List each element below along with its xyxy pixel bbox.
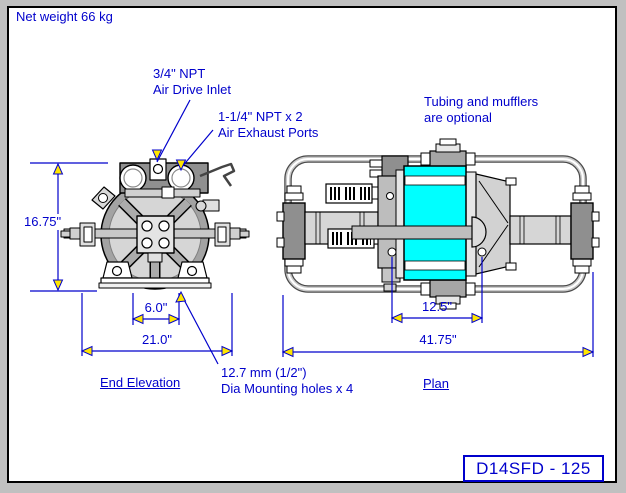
view-label-end-elevation: End Elevation	[100, 375, 181, 390]
pump-barrel	[395, 165, 477, 281]
leader-lines	[156, 99, 219, 365]
air-drive-inlet-note-line2: Air Drive Inlet	[153, 82, 232, 97]
model-number-box: D14SFD - 125	[463, 455, 604, 482]
handle	[199, 162, 236, 187]
view-label-plan: Plan	[423, 376, 450, 391]
mounting-hole	[186, 265, 198, 277]
mounting-holes-note-line1: 12.7 mm (1/2")	[221, 365, 307, 380]
plan-drawing	[276, 138, 600, 310]
muffler-upper	[325, 183, 381, 204]
mounting-holes-note-line2: Dia Mounting holes x 4	[221, 381, 354, 396]
net-weight-label: Net weight 66 kg	[16, 9, 113, 24]
model-number: D14SFD - 125	[476, 458, 591, 478]
tee-fitting-top	[420, 138, 476, 169]
dimension-lines	[30, 162, 594, 357]
exhaust-ports-note-line2: Air Exhaust Ports	[218, 125, 319, 140]
shaft	[351, 225, 479, 240]
tee-fitting-bottom	[420, 279, 476, 310]
dim-overall-height: 16.75"	[23, 214, 63, 230]
base-plate	[98, 261, 212, 289]
gusset-plate	[475, 173, 517, 275]
plan-mounting-hole-right	[477, 247, 487, 257]
plan-mounting-hole-left	[387, 247, 397, 257]
tubing-optional-note: Tubing and mufflers are optional	[424, 94, 538, 126]
air-drive-inlet-note: 3/4" NPT Air Drive Inlet	[153, 66, 231, 98]
end-cap-right	[570, 185, 600, 274]
center-plate	[136, 215, 175, 263]
shaft-boss	[471, 216, 487, 248]
exhaust-ports-note-line1: 1-1/4" NPT x 2	[218, 109, 303, 124]
tubing-optional-note-line2: are optional	[424, 110, 492, 125]
dimension-arrowheads	[52, 149, 595, 358]
tubing-optional-note-line1: Tubing and mufflers	[424, 94, 539, 109]
exhaust-ports-note: 1-1/4" NPT x 2 Air Exhaust Ports	[218, 109, 318, 141]
cylinder-right	[509, 215, 572, 245]
air-manifold	[119, 158, 236, 199]
dim-hole-spacing: 12.5"	[422, 299, 452, 314]
dim-slot-spacing: 6.0"	[144, 300, 168, 315]
mounting-holes-note: 12.7 mm (1/2") Dia Mounting holes x 4	[221, 365, 353, 397]
end-elevation-drawing	[60, 158, 250, 290]
air-drive-inlet-note-line1: 3/4" NPT	[153, 66, 206, 81]
end-cap-left	[276, 185, 306, 274]
dim-overall-length: 41.75"	[419, 332, 457, 347]
mounting-hole	[111, 265, 123, 277]
dim-base-width: 21.0"	[142, 332, 172, 347]
